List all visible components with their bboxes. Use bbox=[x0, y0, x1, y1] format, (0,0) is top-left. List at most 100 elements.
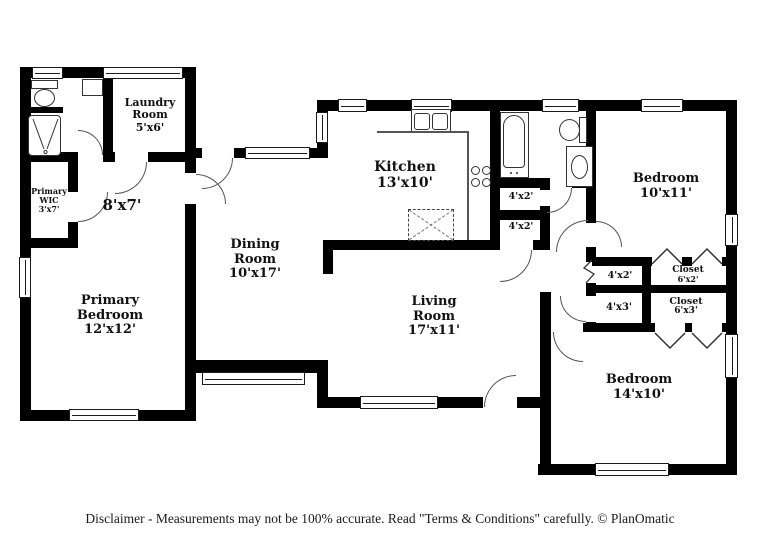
room-name-line: WIC bbox=[39, 194, 59, 205]
door-opening bbox=[202, 148, 234, 158]
bathtub-faucet-dot bbox=[516, 172, 518, 174]
wall-segment bbox=[190, 360, 328, 373]
window bbox=[725, 334, 738, 378]
wall-segment bbox=[490, 210, 550, 220]
room-dims: 4'x2' bbox=[508, 191, 534, 202]
window bbox=[202, 372, 305, 385]
room-dims: 12'x12' bbox=[84, 322, 136, 338]
window bbox=[69, 409, 139, 421]
room-dims: 14'x10' bbox=[613, 386, 665, 402]
room-label-dining-room: Dining Room 10'x17' bbox=[205, 237, 305, 282]
room-dims: 4'x3' bbox=[605, 302, 632, 313]
room-name-line: Living bbox=[411, 294, 457, 309]
wall-segment bbox=[323, 250, 333, 274]
wall-segment bbox=[540, 206, 550, 250]
wall-segment bbox=[586, 283, 596, 296]
door-swing bbox=[560, 296, 586, 322]
window bbox=[360, 396, 438, 409]
closet-opening bbox=[692, 323, 722, 332]
door-swing bbox=[500, 250, 532, 282]
wall-segment bbox=[20, 107, 63, 113]
vanity-sink-fixture bbox=[566, 146, 593, 187]
wall-segment bbox=[317, 100, 737, 111]
window bbox=[19, 257, 31, 298]
door-opening bbox=[115, 152, 148, 162]
wall-segment bbox=[20, 152, 78, 162]
room-dims: 6'x3' bbox=[674, 306, 698, 317]
room-name-line: Room bbox=[132, 108, 168, 122]
room-name-line: Room bbox=[234, 251, 276, 267]
wall-segment bbox=[540, 178, 550, 190]
room-dims: 8'x7' bbox=[102, 196, 142, 214]
toilet-fixture bbox=[579, 117, 587, 143]
room-dims: 10'x11' bbox=[640, 185, 692, 201]
room-label-closet-6x3: Closet 6'x3' bbox=[660, 296, 712, 317]
room-dims: 13'x10' bbox=[377, 174, 433, 191]
kitchen-sink-basin bbox=[414, 113, 430, 130]
closet-bifold-icon bbox=[651, 247, 683, 265]
room-dims: 10'x17' bbox=[229, 266, 281, 282]
kitchen-sink-fixture bbox=[411, 109, 451, 133]
door-swing bbox=[115, 162, 147, 194]
room-name-line: Bedroom bbox=[632, 171, 700, 186]
room-name-line: Kitchen bbox=[374, 159, 436, 175]
front-door-swing bbox=[484, 375, 516, 407]
wall-segment bbox=[68, 162, 78, 192]
island-x-lines bbox=[408, 209, 454, 241]
wall-segment bbox=[586, 257, 596, 262]
shower-glass-lines bbox=[32, 118, 59, 155]
door-swing bbox=[556, 220, 588, 252]
room-label-kitchen: Kitchen 13'x10' bbox=[355, 159, 455, 191]
wall-segment bbox=[540, 292, 551, 475]
disclaimer-text: Disclaimer - Measurements may not be 100… bbox=[85, 511, 675, 526]
window bbox=[338, 99, 367, 112]
wall-segment bbox=[586, 247, 596, 257]
room-label-closet-4x3: 4'x3' bbox=[594, 302, 644, 313]
stove-burner bbox=[471, 178, 480, 187]
room-name-line: Bedroom bbox=[76, 307, 144, 323]
room-dims: 17'x11' bbox=[408, 323, 460, 339]
wall-segment bbox=[185, 67, 196, 173]
room-label-primary-wic: Primary WIC 3'x7' bbox=[24, 187, 74, 214]
closet-bifold-icon bbox=[691, 247, 723, 265]
window bbox=[595, 463, 669, 476]
window bbox=[641, 99, 683, 112]
room-label-hall-closet-bottom: 4'x2' bbox=[496, 221, 546, 233]
vanity-basin bbox=[571, 155, 588, 179]
wall-segment bbox=[103, 152, 196, 162]
kitchen-sink-basin bbox=[432, 113, 448, 130]
room-dims: 4'x2' bbox=[508, 221, 534, 232]
room-name-line: Room bbox=[413, 308, 455, 324]
room-name-line: Primary bbox=[31, 186, 67, 196]
stove-burner bbox=[482, 178, 491, 187]
door-swing bbox=[553, 332, 583, 362]
wall-segment bbox=[642, 257, 651, 332]
accordion-door-icon bbox=[582, 259, 596, 284]
room-dims: 4'x2' bbox=[607, 270, 633, 281]
closet-bifold-icon bbox=[654, 332, 686, 350]
wall-segment bbox=[20, 238, 78, 248]
room-label-hall-closet-top: 4'x2' bbox=[496, 191, 546, 203]
wall-segment bbox=[490, 100, 500, 250]
room-name-line: Laundry bbox=[124, 96, 176, 109]
window bbox=[245, 147, 310, 159]
room-label-laundry: Laundry Room 5'x6' bbox=[112, 96, 188, 134]
room-name-line: Primary bbox=[80, 293, 140, 308]
door-swing bbox=[547, 188, 572, 213]
wall-segment bbox=[68, 222, 78, 248]
room-name-line: Dining bbox=[230, 237, 280, 252]
room-label-living-room: Living Room 17'x11' bbox=[384, 294, 484, 339]
bathtub-basin bbox=[503, 115, 525, 168]
door-swing bbox=[78, 130, 103, 155]
room-dims: 6'x2' bbox=[677, 274, 699, 285]
closet-opening bbox=[655, 323, 685, 332]
sink-fixture bbox=[82, 79, 103, 96]
kitchen-island bbox=[408, 209, 454, 241]
toilet-fixture bbox=[31, 80, 58, 89]
window bbox=[32, 67, 63, 79]
closet-opening bbox=[652, 257, 682, 266]
wall-segment bbox=[490, 178, 547, 188]
window bbox=[542, 99, 579, 112]
toilet-fixture bbox=[34, 89, 55, 107]
door-swing bbox=[596, 221, 622, 247]
